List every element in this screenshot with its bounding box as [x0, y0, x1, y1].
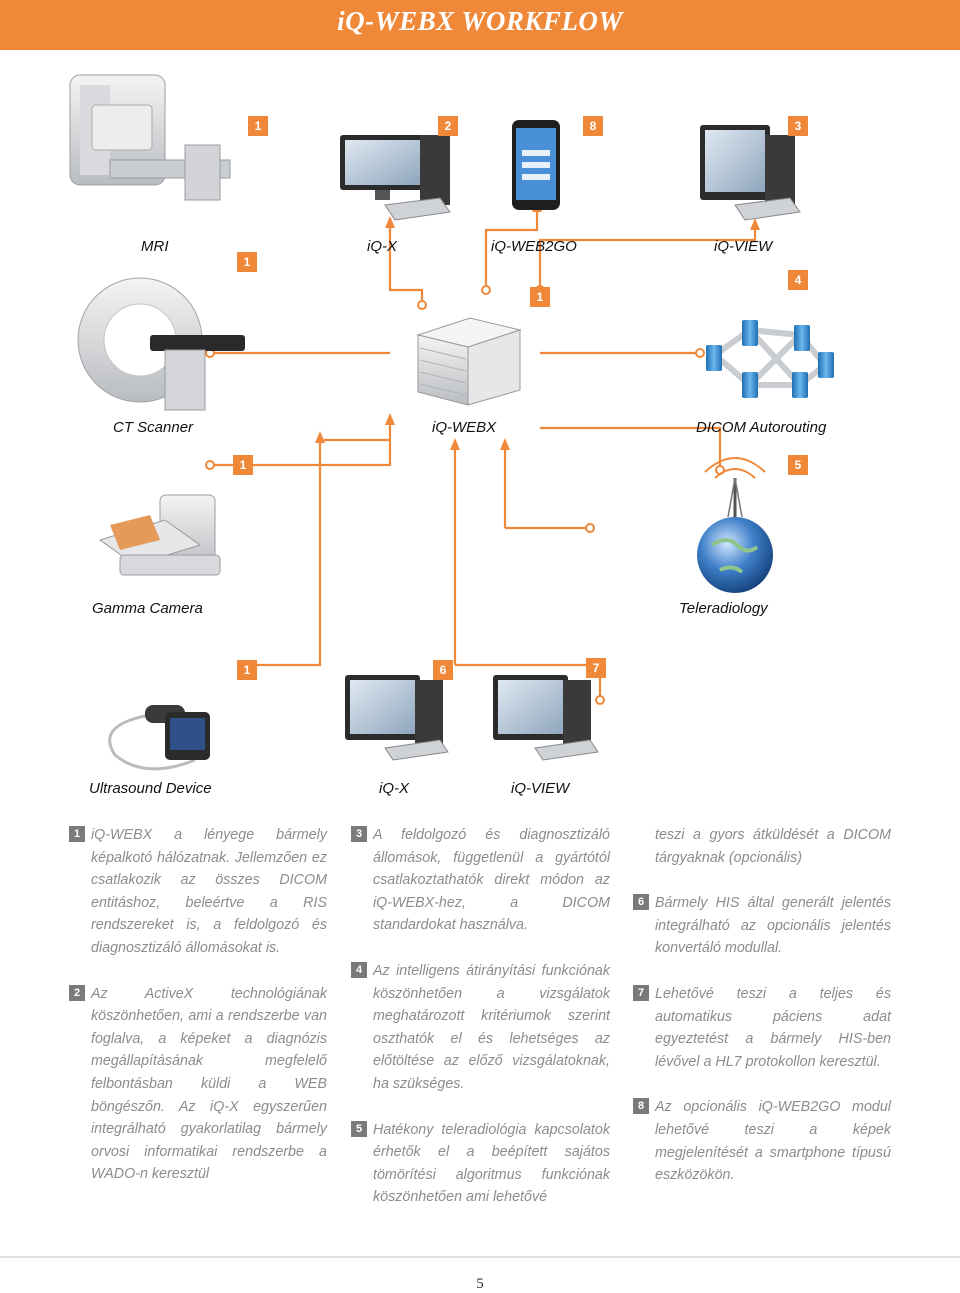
- gamma-camera-image: [98, 494, 221, 576]
- gamma-camera-label: Gamma Camera: [92, 600, 203, 617]
- badge-iqx-top: 2: [438, 116, 458, 136]
- note-5-continued: teszi a gyors átküldését a DICOM tárgyak…: [655, 827, 891, 866]
- iqview-top-workstation-image: [700, 125, 801, 221]
- iqx-top-workstation-image: [340, 135, 451, 221]
- teleradiology-globe-image: [697, 457, 773, 593]
- badge-iqview-top: 3: [788, 116, 808, 136]
- iqx-bottom-workstation-image: [345, 675, 449, 761]
- iqview-top-label: iQ-VIEW: [714, 238, 773, 255]
- badge-iqview-bottom: 7: [586, 658, 606, 678]
- iqx-bottom-label: iQ-X: [379, 780, 409, 797]
- badge-web2go-top: 8: [583, 116, 603, 136]
- badge-autorouting: 4: [788, 270, 808, 290]
- ct-scanner-image: [77, 277, 245, 411]
- notes-column-3: teszi a gyors átküldését a DICOM tárgyak…: [633, 824, 891, 1187]
- iqwebx-server-image: [416, 317, 522, 406]
- teleradiology-label: Teleradiology: [679, 600, 768, 617]
- ultrasound-label: Ultrasound Device: [89, 780, 212, 797]
- iqx-top-label: iQ-X: [367, 238, 397, 255]
- ultrasound-device-image: [108, 705, 210, 771]
- mri-scanner-image: [69, 74, 231, 201]
- ct-scanner-label: CT Scanner: [113, 419, 194, 436]
- page-title: iQ-WEBX WORKFLOW: [337, 6, 623, 36]
- smartphone-image: [512, 120, 560, 210]
- badge-ct-link: 1: [233, 455, 253, 475]
- badge-teleradiology: 5: [788, 455, 808, 475]
- connector-lines: [210, 210, 757, 700]
- iqview-bottom-label: iQ-VIEW: [511, 780, 570, 797]
- badge-web2go-link: 1: [530, 287, 550, 307]
- page-number: 5: [476, 1276, 484, 1292]
- iqwebx-label: iQ-WEBX: [432, 419, 497, 436]
- iqview-bottom-workstation-image: [493, 675, 599, 761]
- mri-label: MRI: [141, 238, 169, 255]
- header-banner: iQ-WEBX WORKFLOW: [0, 0, 960, 50]
- autorouting-label: DICOM Autorouting: [696, 419, 827, 436]
- web2go-label: iQ-WEB2GO: [491, 238, 577, 255]
- badge-mri-top: 1: [248, 116, 268, 136]
- footer-divider: [0, 1256, 960, 1258]
- dicom-autorouting-network-image: [706, 320, 834, 398]
- badge-gamma-link: 1: [237, 660, 257, 680]
- badge-iqx-bottom: 6: [433, 660, 453, 680]
- badge-mri-link: 1: [237, 252, 257, 272]
